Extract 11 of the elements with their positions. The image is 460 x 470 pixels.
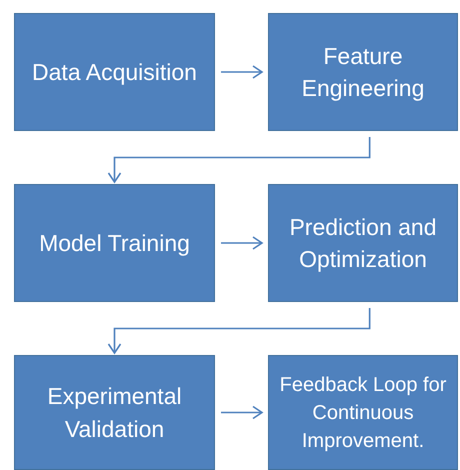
process-box: Feature Engineering xyxy=(268,13,458,131)
process-box: Feedback Loop for Continuous Improvement. xyxy=(268,355,458,470)
arrow xyxy=(221,65,263,79)
process-box: Prediction and Optimization xyxy=(268,184,458,302)
arrow xyxy=(108,308,370,354)
process-box: Data Acquisition xyxy=(14,13,215,131)
arrow xyxy=(221,236,263,250)
arrow xyxy=(221,406,263,420)
process-box: Experimental Validation xyxy=(14,355,215,470)
arrow xyxy=(108,137,370,183)
process-box: Model Training xyxy=(14,184,215,302)
